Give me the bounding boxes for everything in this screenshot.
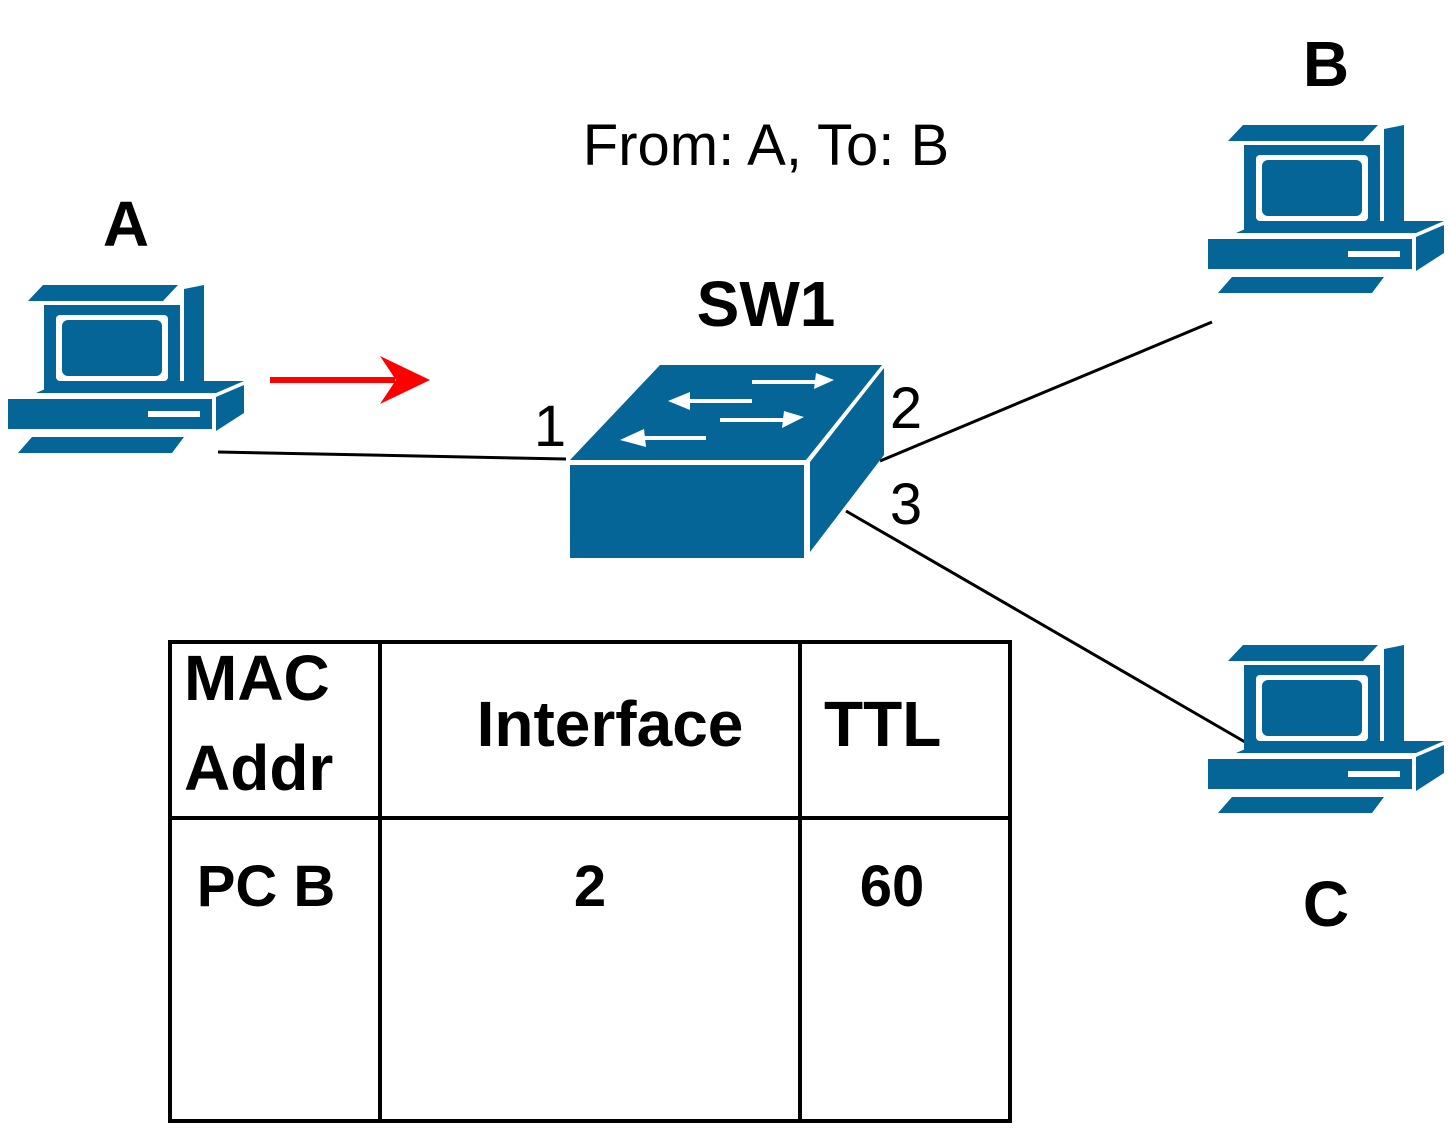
- port-1-label: 1: [534, 394, 566, 459]
- header-ttl: TTL: [824, 688, 941, 760]
- frame-direction-arrow-icon: [270, 356, 430, 404]
- table-row-mac: PC B: [197, 854, 336, 919]
- frame-label: From: A, To: B: [583, 113, 949, 178]
- header-mac-line1: MAC: [184, 642, 330, 714]
- link-sw1-b: [879, 320, 1213, 463]
- table-row-ttl: 60: [860, 854, 925, 919]
- host-b-label: B: [1303, 28, 1349, 100]
- pc-a-icon: [8, 285, 244, 453]
- mac-table: MAC Addr Interface TTL PC B 2 60: [168, 640, 1012, 1123]
- header-interface: Interface: [477, 688, 744, 760]
- pc-c-icon: [1208, 645, 1444, 813]
- link-sw1-c: [845, 509, 1246, 744]
- switch-label: SW1: [697, 268, 836, 340]
- table-row-interface: 2: [574, 854, 606, 919]
- link-a-sw1: [217, 450, 567, 461]
- host-a-label: A: [103, 188, 149, 260]
- switch-icon: [570, 365, 884, 558]
- pc-b-icon: [1208, 125, 1444, 293]
- port-3-label: 3: [890, 472, 922, 537]
- port-2-label: 2: [890, 376, 922, 441]
- host-c-label: C: [1303, 868, 1349, 940]
- header-mac-line2: Addr: [184, 732, 333, 804]
